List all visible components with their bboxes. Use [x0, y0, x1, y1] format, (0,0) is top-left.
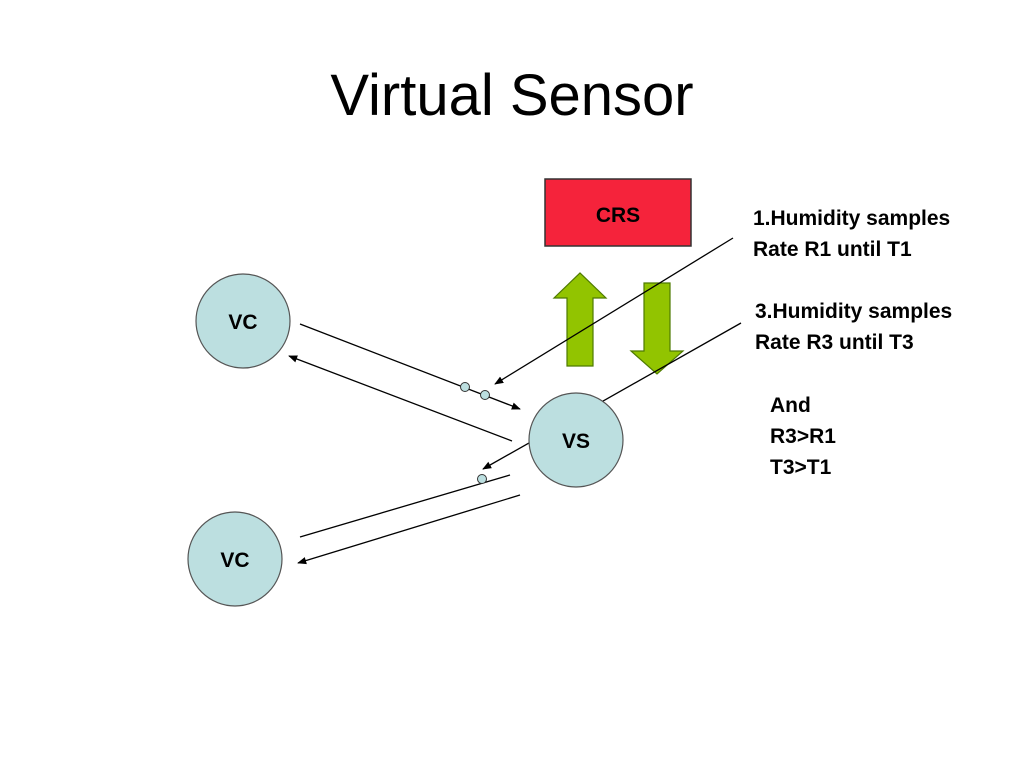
vc-top-circle [195, 273, 291, 369]
vs-label: VS [562, 430, 590, 453]
condition-line1: And [770, 394, 811, 417]
vc-top-label: VC [228, 311, 257, 334]
note-humidity-rate-r3: 3.Humidity samples Rate R3 until T3 [755, 296, 952, 358]
vs-node: VS [528, 392, 624, 488]
sample-dot [480, 390, 490, 400]
sample-dot [460, 382, 470, 392]
condition-line2: R3>R1 [770, 425, 836, 448]
page-title: Virtual Sensor [330, 63, 694, 128]
vs-circle [528, 392, 624, 488]
vc-bottom-node: VC [187, 511, 283, 607]
note-humidity-rate-r1: 1.Humidity samples Rate R1 until T1 [753, 203, 950, 265]
note1-line2: Rate R1 until T1 [753, 238, 912, 261]
sample-dot [477, 474, 487, 484]
vs-to-vc-top-line [288, 355, 513, 442]
vc-bottom-label: VC [220, 549, 249, 572]
condition-line3: T3>T1 [770, 456, 832, 479]
crs-node: CRS [544, 178, 692, 247]
crs-label: CRS [596, 204, 640, 227]
green-up-arrow [552, 272, 608, 367]
note3-pointer-line [482, 322, 742, 470]
note-condition: And R3>R1 T3>T1 [770, 390, 836, 483]
vc-top-node: VC [195, 273, 291, 369]
note3-line2: Rate R3 until T3 [755, 331, 914, 354]
vs-to-vc-bottom-line [297, 494, 521, 565]
vc-bottom-to-vs-line [299, 474, 511, 538]
crs-box [544, 178, 692, 247]
note3-line1: 3.Humidity samples [755, 300, 953, 323]
note1-pointer-line [494, 237, 734, 385]
vc-bottom-circle [187, 511, 283, 607]
note1-line1: 1.Humidity samples [753, 207, 951, 230]
